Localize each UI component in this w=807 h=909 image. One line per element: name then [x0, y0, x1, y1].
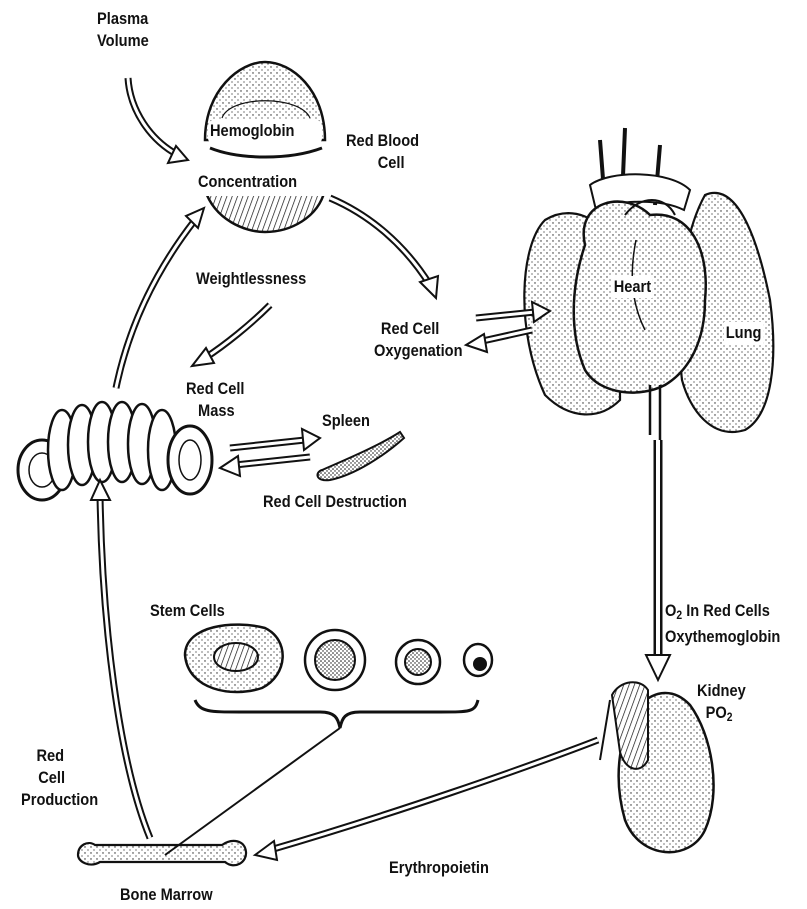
red-cell-mass-illustration — [18, 402, 212, 500]
arrow-concentration-to-oxygenation — [330, 198, 438, 298]
spleen-label: Spleen — [322, 410, 370, 432]
red-cell-production-label: Red Cell Production — [21, 745, 98, 811]
oxyhemoglobin-label: Oxythemoglobin — [665, 626, 780, 648]
hemoglobin-label: Hemoglobin — [210, 120, 294, 142]
red-blood-cell-illustration — [195, 62, 330, 232]
spleen-illustration — [317, 432, 404, 480]
red-cell-oxygenation-label: Red Cell Oxygenation — [374, 318, 463, 362]
arrow-bone-to-mass — [91, 480, 150, 838]
plasma-volume-label: Plasma Volume — [97, 8, 149, 52]
stem-cells-illustration — [185, 625, 492, 692]
arrow-kidney-to-bone — [255, 740, 598, 860]
red-blood-cell-label: Red Blood Cell — [346, 130, 419, 174]
red-cell-destruction-label: Red Cell Destruction — [263, 491, 407, 513]
erythropoietin-label: Erythropoietin — [389, 857, 489, 879]
heart-label: Heart — [612, 276, 653, 298]
weightlessness-label: Weightlessness — [196, 268, 306, 290]
po2-label: PO2 — [697, 702, 746, 728]
arrow-mass-to-concentration — [116, 208, 204, 388]
double-arrow-mass-spleen — [220, 429, 320, 476]
stem-cells-label: Stem Cells — [150, 600, 225, 622]
kidney-label: Kidney PO2 — [697, 680, 746, 728]
bone-marrow-label: Bone Marrow — [120, 884, 213, 906]
stem-cells-bracket — [195, 700, 478, 728]
o2-in-red-cells-label: O2 In Red Cells Oxythemoglobin — [665, 600, 780, 648]
arrow-plasma-to-concentration — [128, 78, 188, 163]
lung-label: Lung — [724, 322, 763, 344]
concentration-label: Concentration — [198, 171, 297, 193]
red-cell-mass-label: Red Cell Mass — [186, 378, 245, 422]
arrow-weightlessness-to-mass — [192, 305, 270, 366]
bone-illustration — [78, 841, 246, 865]
